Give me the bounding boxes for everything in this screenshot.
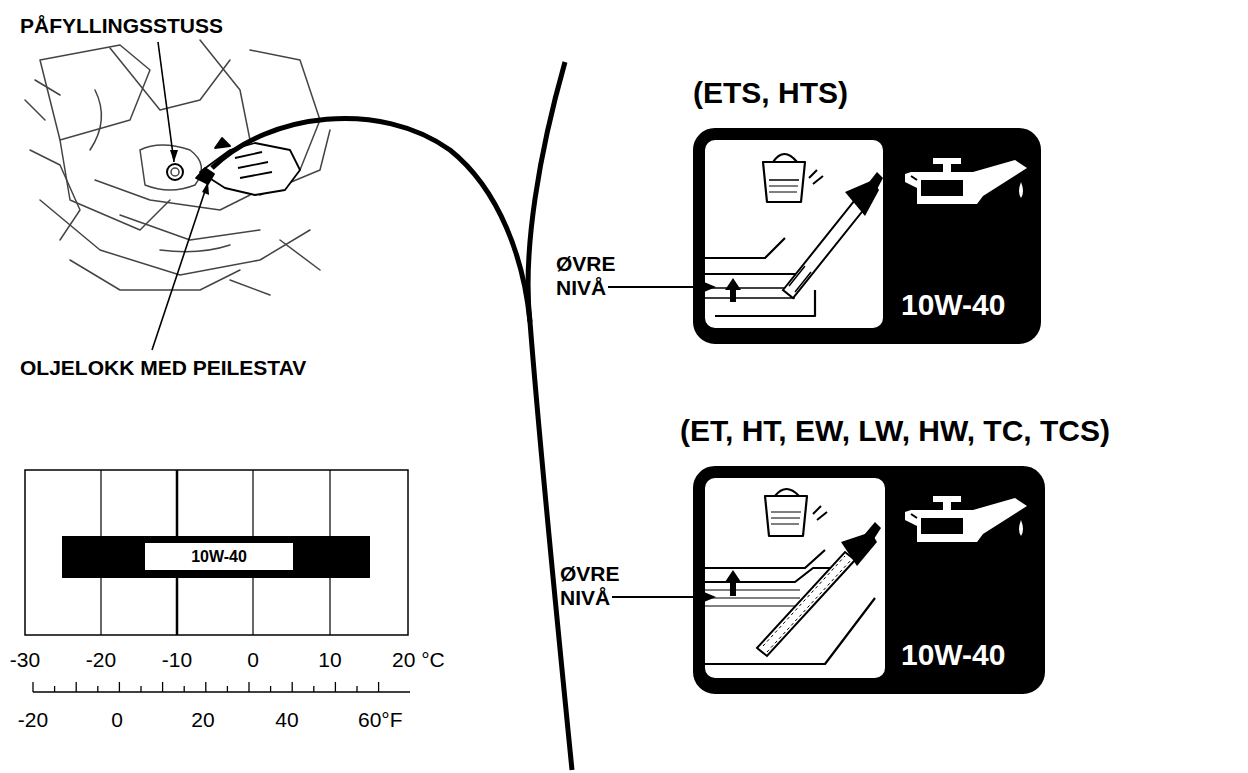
axis-tick — [54, 686, 55, 692]
bracket-curve — [212, 118, 530, 322]
oil-grade: 10W-40 — [145, 543, 293, 570]
axis-tick — [76, 682, 77, 692]
leader-line — [158, 42, 174, 162]
axis-label: 60°F — [358, 708, 403, 732]
oil-grade: 10W-40 — [901, 638, 1005, 673]
axis-label: -10 — [162, 648, 192, 672]
oil-can-icon — [895, 478, 1035, 558]
axis-label: 20 °C — [392, 648, 445, 672]
axis-tick — [119, 682, 120, 692]
axis-tick — [32, 682, 33, 692]
axis-tick — [227, 686, 228, 692]
axis-tick — [378, 682, 379, 692]
sticker: (ETS, HTS) 10W-40 — [693, 76, 1041, 344]
axis-tick — [356, 686, 357, 692]
level-label: ØVRE NIVÅ — [560, 562, 638, 610]
axis-tick — [162, 682, 163, 692]
axis-label: -30 — [10, 648, 40, 672]
axis-tick — [270, 686, 271, 692]
band-window: 10W-40 — [145, 543, 293, 570]
axis-label: 0 — [247, 648, 259, 672]
oil-sticker: 10W-40 — [693, 466, 1045, 694]
oil-can-icon — [895, 140, 1035, 220]
sticker: (ET, HT, EW, LW, HW, TC, TCS)10W-40 — [693, 414, 1045, 694]
axis-tick — [248, 682, 249, 692]
leader-head — [202, 182, 209, 195]
axis-tick — [97, 686, 98, 692]
axis-tick — [335, 682, 336, 692]
axis-label: -20 — [18, 708, 48, 732]
axis-label: 10 — [318, 648, 341, 672]
temperature-band: 10W-40 — [62, 536, 370, 578]
axis-label: -20 — [86, 648, 116, 672]
level-label: ØVRE NIVÅ — [556, 252, 634, 300]
oil-sticker: 10W-40 — [693, 128, 1041, 344]
axis-tick — [292, 682, 293, 692]
level-arrow-head — [704, 592, 716, 602]
axis-label: 40 — [275, 708, 298, 732]
axis-tick — [313, 686, 314, 692]
axis-tick — [140, 686, 141, 692]
temperature-chart — [25, 470, 410, 692]
axis-label: 20 — [191, 708, 214, 732]
level-arrow-head — [704, 282, 716, 292]
axis-tick — [205, 682, 206, 692]
leader-head — [170, 150, 178, 162]
leader-line — [152, 182, 208, 350]
axis-label: 0 — [111, 708, 123, 732]
bracket-curve — [528, 62, 572, 770]
level-arrow — [608, 286, 706, 288]
sticker-panel — [705, 478, 885, 678]
part-label: OLJELOKK MED PEILESTAV — [20, 356, 306, 380]
sticker-panel — [705, 140, 883, 328]
part-label: PÅFYLLINGSSTUSS — [20, 14, 223, 38]
engine-sketch — [25, 40, 330, 295]
level-arrow — [612, 596, 706, 598]
model-heading: (ET, HT, EW, LW, HW, TC, TCS) — [680, 414, 1110, 449]
axis-tick — [184, 686, 185, 692]
oil-grade: 10W-40 — [901, 288, 1005, 323]
model-heading: (ETS, HTS) — [693, 76, 848, 111]
